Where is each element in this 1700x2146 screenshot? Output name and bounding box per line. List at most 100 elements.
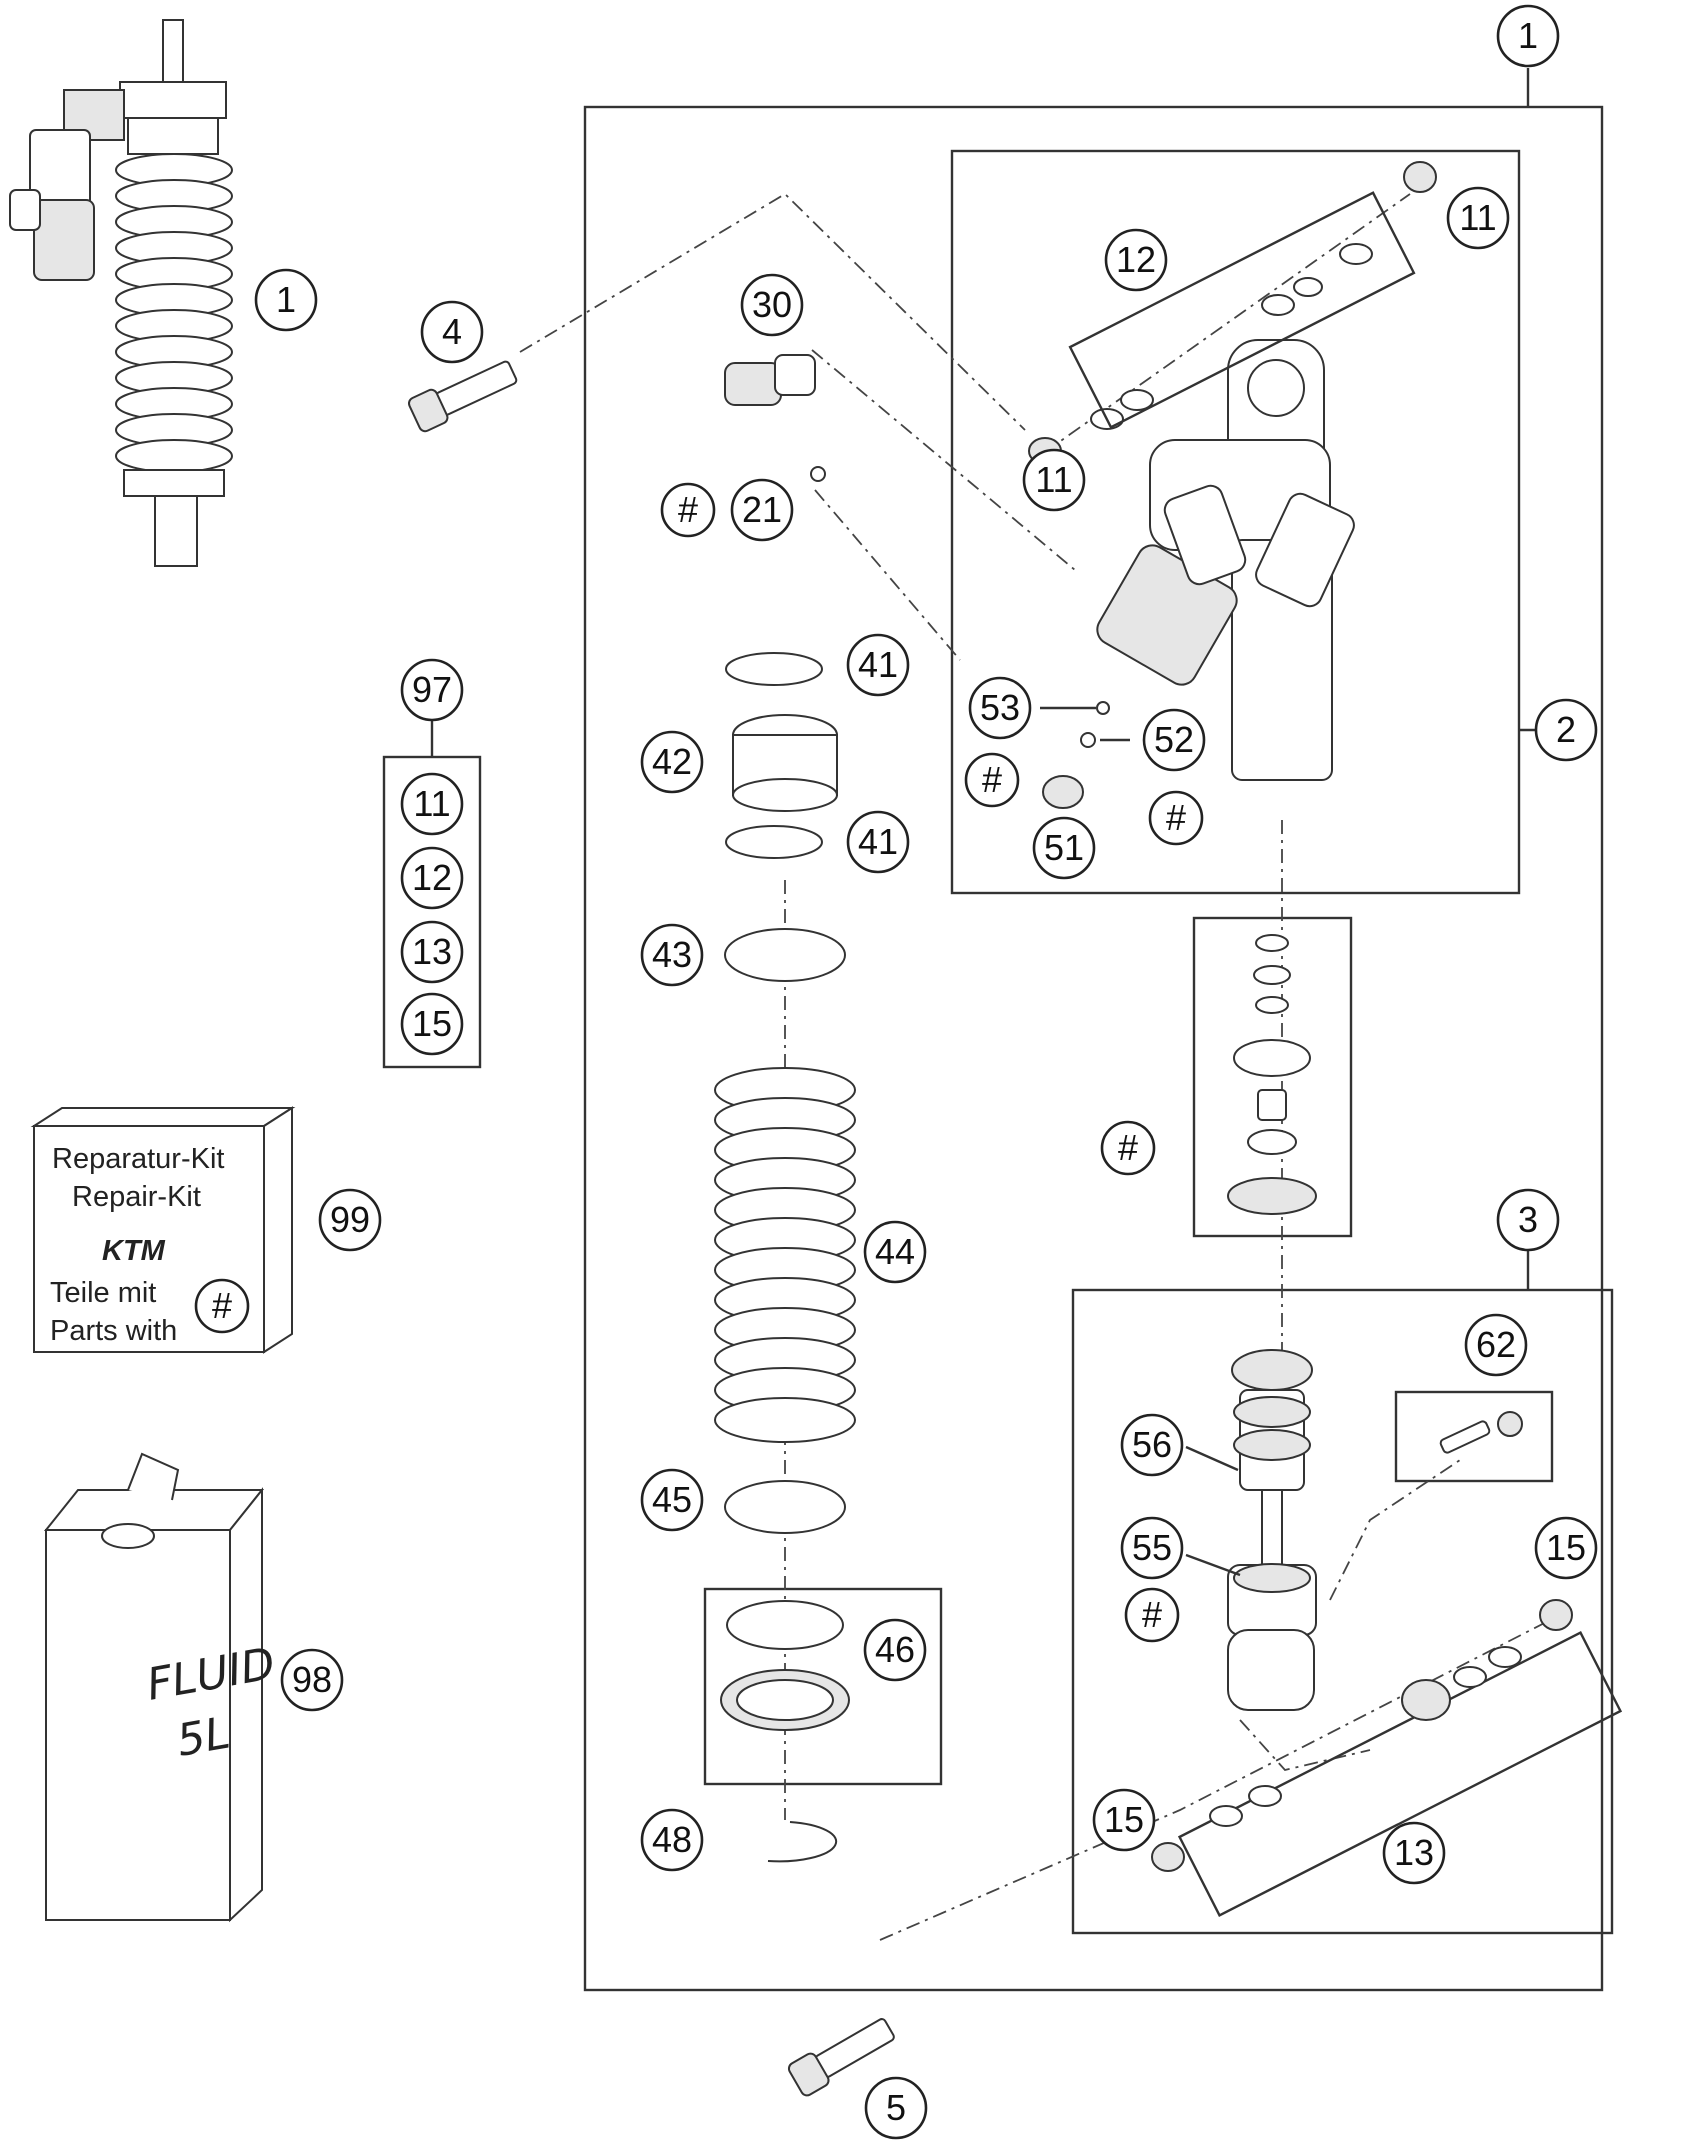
callout-label: # bbox=[1118, 1127, 1138, 1168]
thumb-spring-coil bbox=[115, 439, 233, 473]
ring-46 bbox=[726, 1600, 844, 1650]
callout-h1: # bbox=[660, 482, 716, 538]
callout-c97-15: 15 bbox=[400, 992, 464, 1056]
kit-logo: KTM bbox=[102, 1235, 166, 1267]
callout-label: 30 bbox=[752, 284, 792, 325]
callout-label: 53 bbox=[980, 687, 1020, 728]
callout-label: 12 bbox=[412, 857, 452, 898]
callout-label: 11 bbox=[413, 783, 450, 824]
assembly-line-13 bbox=[1239, 1719, 1371, 1771]
spring-44 bbox=[714, 1067, 856, 1443]
assembly-line-21 bbox=[814, 489, 961, 661]
assembly-line-5 bbox=[879, 1614, 1561, 1941]
kit-line-3: Teile mit bbox=[50, 1277, 156, 1309]
assembly-box-1 bbox=[583, 105, 1604, 1992]
bolt-4 bbox=[407, 360, 518, 433]
callout-c56: 56 bbox=[1120, 1413, 1184, 1477]
callout-label: 55 bbox=[1132, 1527, 1172, 1568]
callout-c11-a: 11 bbox=[1022, 448, 1086, 512]
assembly-box-2 bbox=[950, 149, 1521, 895]
callout-c2: 2 bbox=[1534, 698, 1598, 762]
callout-c3: 3 bbox=[1496, 1188, 1560, 1252]
circlip-48 bbox=[767, 1821, 838, 1863]
bolt-5 bbox=[787, 2018, 895, 2097]
washer-45 bbox=[724, 1480, 846, 1534]
adjusting-nut-42 bbox=[732, 714, 838, 812]
kit-line-2: Repair-Kit bbox=[72, 1181, 201, 1213]
bushing-15-b bbox=[1539, 1599, 1573, 1631]
callout-c43: 43 bbox=[640, 923, 704, 987]
callout-label: 46 bbox=[875, 1629, 915, 1670]
assembly-line-62 bbox=[1329, 1459, 1461, 1601]
bushing-15-a bbox=[1151, 1842, 1185, 1872]
assembly-box-3 bbox=[1071, 1288, 1614, 1935]
fluid-can-98: FLUID 5L bbox=[43, 1452, 279, 1923]
ring-46-inner bbox=[736, 1679, 834, 1721]
callout-c41-b: 41 bbox=[846, 810, 910, 874]
callout-c30: 30 bbox=[740, 273, 804, 337]
callout-label: 45 bbox=[652, 1479, 692, 1520]
box-62 bbox=[1394, 1390, 1554, 1483]
callout-label: 52 bbox=[1154, 719, 1194, 760]
callout-c46: 46 bbox=[863, 1618, 927, 1682]
callout-c15-a: 15 bbox=[1092, 1788, 1156, 1852]
callout-h5: # bbox=[1124, 1587, 1180, 1643]
callout-label: 4 bbox=[442, 311, 462, 352]
part-51 bbox=[1042, 775, 1084, 809]
callout-label: 21 bbox=[742, 489, 782, 530]
callout-label: 42 bbox=[652, 741, 692, 782]
circlip-41-b bbox=[725, 825, 823, 859]
callout-label: 44 bbox=[875, 1231, 915, 1272]
shock-thumbnail bbox=[9, 19, 233, 567]
callout-label: 15 bbox=[412, 1003, 452, 1044]
callout-label: # bbox=[1166, 797, 1186, 838]
callout-c97-11: 11 bbox=[400, 772, 464, 836]
callout-label: # bbox=[982, 759, 1002, 800]
callout-c45: 45 bbox=[640, 1468, 704, 1532]
damper-rod-assembly bbox=[1227, 1349, 1317, 1711]
callout-c97-13: 13 bbox=[400, 920, 464, 984]
callout-label: 48 bbox=[652, 1819, 692, 1860]
callout-c13: 13 bbox=[1382, 1821, 1446, 1885]
leader-56 bbox=[1185, 1445, 1239, 1472]
callout-label: 3 bbox=[1518, 1199, 1538, 1240]
assembly-line-4 bbox=[519, 192, 1026, 431]
callout-c21: 21 bbox=[730, 478, 794, 542]
part-52 bbox=[1080, 732, 1096, 748]
fluid-label-2: 5L bbox=[173, 1707, 234, 1766]
callout-label: 2 bbox=[1556, 709, 1576, 750]
callout-label: 1 bbox=[1518, 15, 1538, 56]
callout-label: 11 bbox=[1035, 459, 1072, 500]
repair-kit-99: Reparatur-Kit Repair-Kit KTM Teile mit P… bbox=[30, 1106, 296, 1354]
callout-label: 62 bbox=[1476, 1324, 1516, 1365]
callout-c51: 51 bbox=[1032, 816, 1096, 880]
shock-upper-body bbox=[1096, 339, 1355, 781]
part-21 bbox=[810, 466, 826, 482]
needle-62 bbox=[1439, 1411, 1523, 1454]
callout-c99: 99 bbox=[318, 1188, 382, 1252]
seal-kit-parts bbox=[1227, 934, 1317, 1215]
part-53 bbox=[1096, 701, 1110, 715]
seal-kit-box bbox=[1192, 916, 1353, 1238]
callout-c55: 55 bbox=[1120, 1516, 1184, 1580]
callout-label: # bbox=[678, 489, 698, 530]
box-46 bbox=[703, 1587, 943, 1786]
callout-c97-12: 12 bbox=[400, 846, 464, 910]
callout-label: 15 bbox=[1546, 1527, 1586, 1568]
callout-h3: # bbox=[1148, 790, 1204, 846]
callout-c97: 97 bbox=[400, 658, 464, 722]
callout-c48: 48 bbox=[640, 1808, 704, 1872]
callout-label: 99 bbox=[330, 1199, 370, 1240]
callout-c15-b: 15 bbox=[1534, 1516, 1598, 1580]
callout-c1-left: 1 bbox=[254, 268, 318, 332]
callout-c1-top: 1 bbox=[1496, 4, 1560, 68]
circlip-41-a bbox=[725, 652, 823, 686]
callout-label: 98 bbox=[292, 1659, 332, 1700]
callout-c5: 5 bbox=[864, 2076, 928, 2140]
callout-label: 13 bbox=[1394, 1832, 1434, 1873]
callout-label: 12 bbox=[1116, 239, 1156, 280]
callout-label: # bbox=[1142, 1594, 1162, 1635]
callout-label: 56 bbox=[1132, 1424, 1172, 1465]
callout-c11-b: 11 bbox=[1446, 186, 1510, 250]
callout-label: 41 bbox=[858, 821, 898, 862]
